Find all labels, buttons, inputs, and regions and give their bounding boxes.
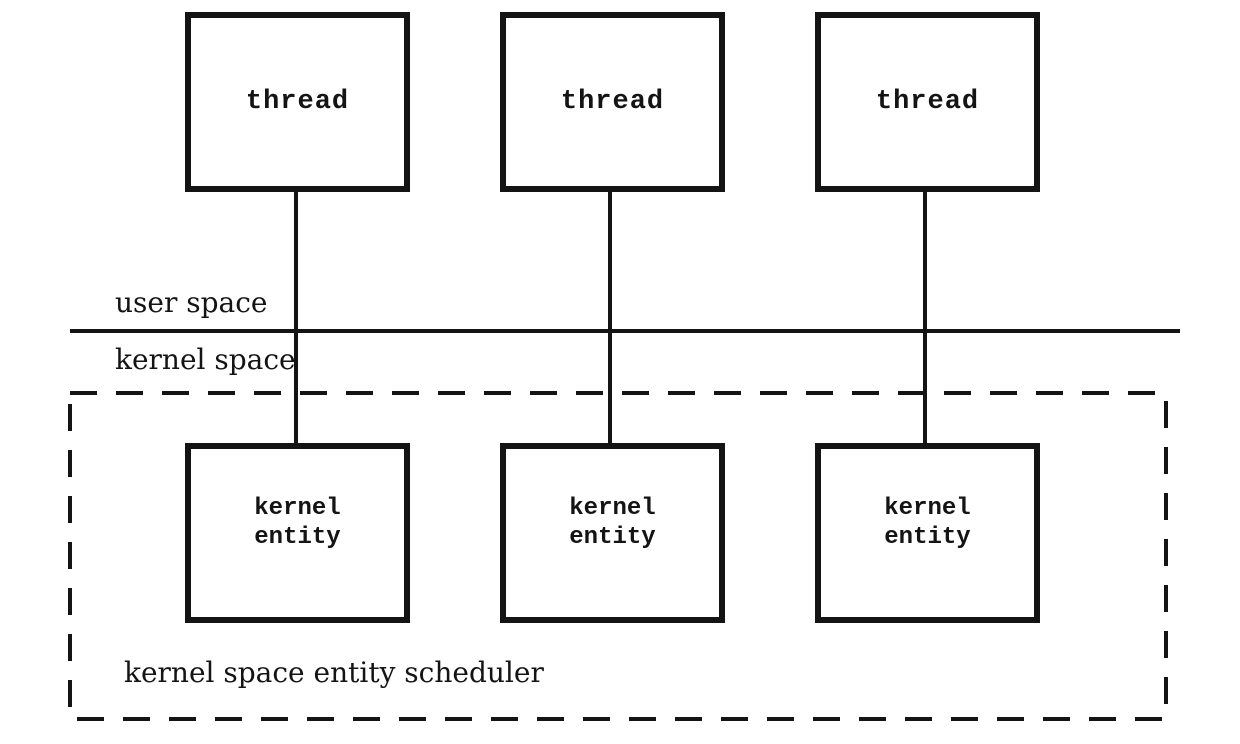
thread-box-2: thread (500, 12, 725, 192)
scheduler-dashed-box (68, 391, 1168, 721)
kernel-space-label: kernel space (115, 343, 296, 376)
scheduler-label: kernel space entity scheduler (124, 656, 544, 689)
user-kernel-boundary-line (70, 329, 1180, 333)
thread-to-entity-connector-1 (294, 190, 298, 445)
kernel-entity-box-3-label: kernel entity (884, 495, 971, 551)
kernel-entity-box-2-label: kernel entity (569, 495, 656, 551)
kernel-entity-box-2: kernel entity (500, 443, 725, 623)
kernel-entity-box-3: kernel entity (815, 443, 1040, 623)
user-space-label: user space (115, 286, 268, 319)
thread-box-3-label: thread (875, 87, 980, 117)
thread-box-1: thread (185, 12, 410, 192)
thread-box-1-label: thread (245, 87, 350, 117)
thread-box-2-label: thread (560, 87, 665, 117)
kernel-entity-box-1-label: kernel entity (254, 495, 341, 551)
thread-box-3: thread (815, 12, 1040, 192)
thread-to-entity-connector-3 (923, 190, 927, 445)
kernel-entity-box-1: kernel entity (185, 443, 410, 623)
thread-to-entity-connector-2 (608, 190, 612, 445)
